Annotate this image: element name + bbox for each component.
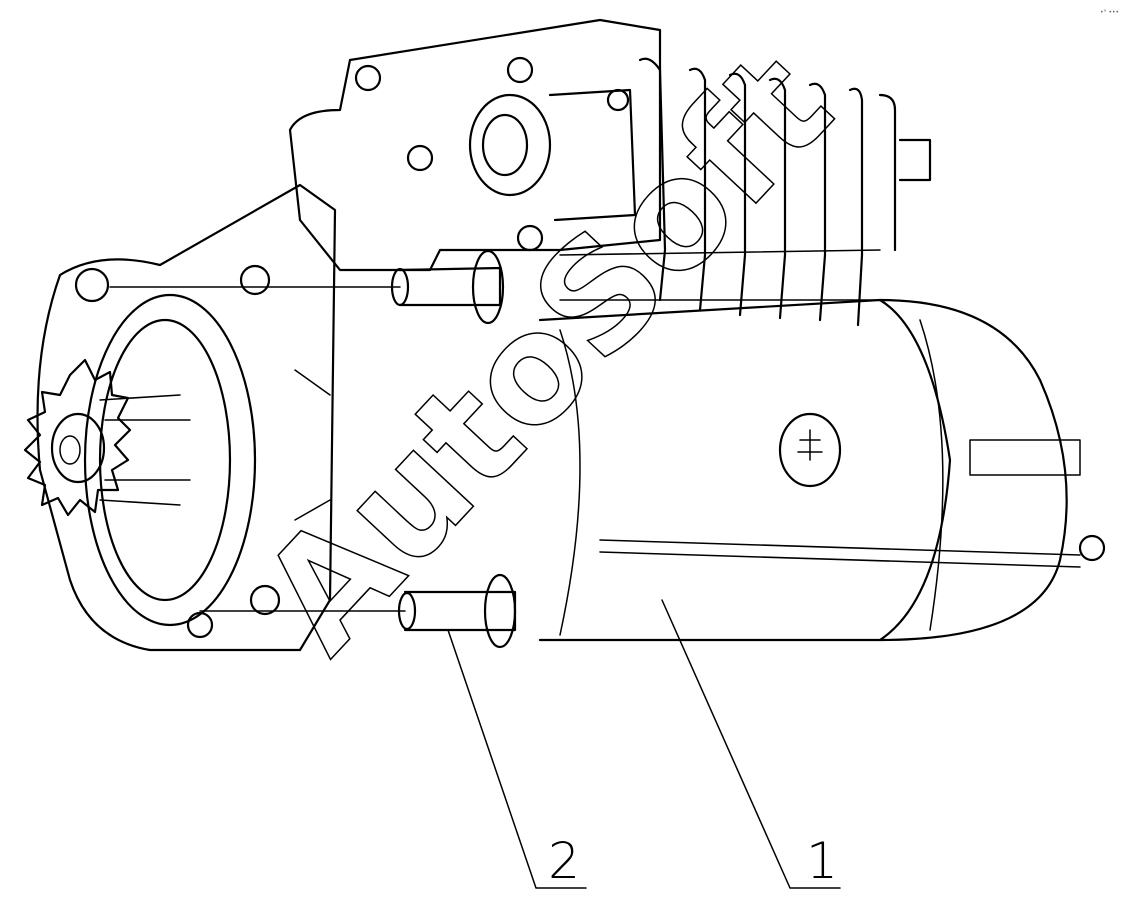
corner-mark: •° ••• xyxy=(1100,9,1119,16)
motor-housing xyxy=(538,298,1106,642)
pinion-gear xyxy=(23,358,191,517)
mounting-flange xyxy=(36,183,337,652)
leader-line-1 xyxy=(661,599,841,889)
ground-screw xyxy=(778,412,842,488)
solenoid-switch xyxy=(288,18,932,272)
cooling-fins xyxy=(559,57,897,327)
callout-label-1: 1 xyxy=(806,832,838,890)
through-bolts xyxy=(109,249,517,649)
callout-label-2: 2 xyxy=(548,832,580,890)
leader-lines xyxy=(447,599,841,889)
leader-line-2 xyxy=(447,629,587,889)
watermark-text: AutoSoft xyxy=(229,21,865,685)
